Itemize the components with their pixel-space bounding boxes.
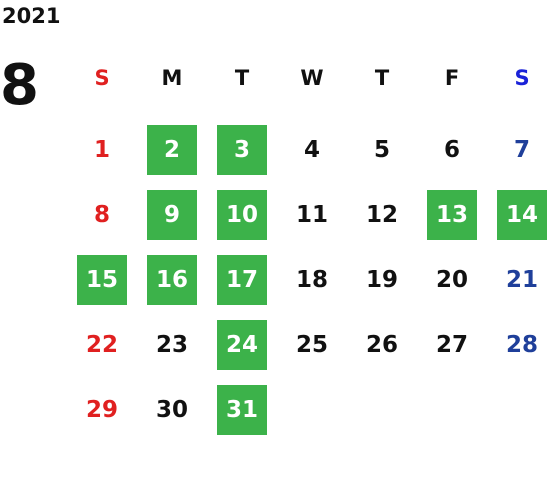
day-cell[interactable]: 18 [295,267,328,293]
day-cell[interactable]: 14 [497,190,547,240]
day-cell[interactable]: 2 [147,125,197,175]
day-cell[interactable]: 6 [443,137,460,163]
weekday-header-sunday: S [94,66,110,90]
day-cell[interactable]: 30 [155,397,188,423]
day-cell[interactable]: 27 [435,332,468,358]
day-cell[interactable]: 23 [155,332,188,358]
weekday-header-wednesday: W [300,66,324,90]
day-cell[interactable]: 12 [365,202,398,228]
year-label: 2021 [2,4,61,28]
day-cell[interactable]: 3 [217,125,267,175]
day-cell[interactable]: 19 [365,267,398,293]
day-cell[interactable]: 29 [85,397,118,423]
day-cell[interactable]: 26 [365,332,398,358]
day-cell[interactable]: 7 [513,137,530,163]
day-cell[interactable]: 25 [295,332,328,358]
day-cell[interactable]: 17 [217,255,267,305]
day-cell[interactable]: 13 [427,190,477,240]
day-cell[interactable]: 9 [147,190,197,240]
weekday-header-friday: F [444,66,460,90]
day-cell[interactable]: 4 [303,137,320,163]
weekday-header-monday: M [161,66,183,90]
day-cell[interactable]: 24 [217,320,267,370]
day-cell[interactable]: 28 [505,332,538,358]
day-cell[interactable]: 20 [435,267,468,293]
day-cell[interactable]: 11 [295,202,328,228]
day-cell[interactable]: 31 [217,385,267,435]
day-cell[interactable]: 5 [373,137,390,163]
day-cell[interactable]: 21 [505,267,538,293]
weekday-header-saturday: S [514,66,530,90]
weekday-header-thursday: T [374,66,390,90]
month-number: 8 [0,53,39,118]
weekday-header-tuesday: T [234,66,250,90]
day-cell[interactable]: 8 [93,202,110,228]
day-cell[interactable]: 10 [217,190,267,240]
day-cell[interactable]: 16 [147,255,197,305]
day-cell[interactable]: 22 [85,332,118,358]
day-cell[interactable]: 15 [77,255,127,305]
day-cell[interactable]: 1 [93,137,110,163]
